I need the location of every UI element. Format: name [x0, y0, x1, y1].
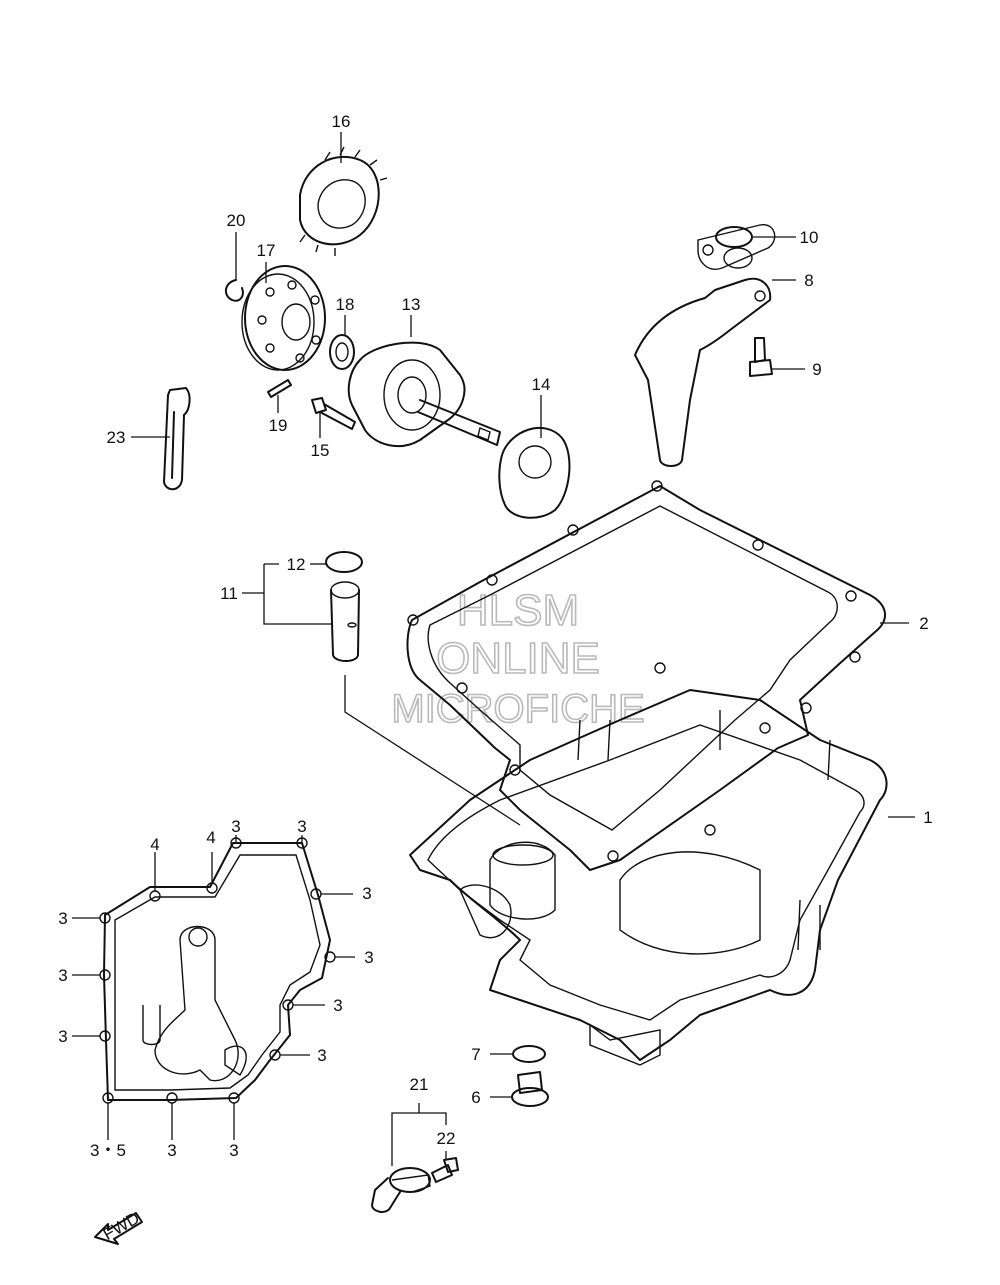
part-11-pipe[interactable] [330, 581, 360, 662]
part-19-pin[interactable] [267, 379, 292, 398]
callout-4-b[interactable]: 4 [206, 828, 215, 847]
callout-labels: 16 20 17 18 13 14 19 15 23 10 8 9 12 11 … [58, 112, 932, 1160]
part-16-gear-ring[interactable] [299, 146, 388, 256]
callout-3-left-c[interactable]: 3 [58, 1027, 67, 1046]
callout-20[interactable]: 20 [227, 211, 246, 230]
callout-19[interactable]: 19 [269, 416, 288, 435]
callout-3-left-a[interactable]: 3 [58, 909, 67, 928]
watermark-line3: MICROFICHE [391, 687, 644, 731]
callout-12[interactable]: 12 [287, 555, 306, 574]
part-14-gasket[interactable] [498, 427, 571, 519]
part-15-bolt[interactable] [311, 397, 356, 430]
part-20-circlip[interactable] [224, 279, 244, 302]
part-13-oil-pump[interactable] [347, 341, 501, 448]
part-6-drain-plug[interactable] [511, 1071, 549, 1107]
part-22-screw[interactable] [431, 1157, 459, 1183]
callout-3-bottom-a[interactable]: 3 [167, 1141, 176, 1160]
part-12-o-ring[interactable] [325, 551, 363, 573]
callout-9[interactable]: 9 [812, 360, 821, 379]
watermark-line1: HLSM [457, 586, 579, 635]
callout-6[interactable]: 6 [471, 1088, 480, 1107]
callout-3-top-b[interactable]: 3 [297, 817, 306, 836]
callout-22[interactable]: 22 [437, 1129, 456, 1148]
callout-11[interactable]: 11 [220, 584, 238, 603]
callout-3-right-b[interactable]: 3 [364, 948, 373, 967]
part-9-bolt[interactable] [749, 337, 773, 377]
callout-4-a[interactable]: 4 [150, 835, 159, 854]
callout-2[interactable]: 2 [919, 614, 928, 633]
callout-13[interactable]: 13 [402, 295, 421, 314]
leader-pipe-11 [344, 675, 521, 826]
fwd-arrow-text: FWD [100, 1208, 143, 1244]
callout-3-right-c[interactable]: 3 [333, 996, 342, 1015]
callout-21[interactable]: 21 [410, 1075, 429, 1094]
callout-3-5[interactable]: 3・5 [90, 1141, 126, 1160]
part-2-gasket[interactable] [406, 480, 886, 871]
part-21-sensor[interactable] [371, 1167, 431, 1213]
callout-14[interactable]: 14 [532, 375, 551, 394]
part-1-oil-pan[interactable] [409, 689, 888, 1066]
callout-15[interactable]: 15 [311, 441, 330, 460]
part-18-washer[interactable] [329, 334, 355, 370]
callout-7[interactable]: 7 [471, 1045, 480, 1064]
callout-8[interactable]: 8 [804, 271, 813, 290]
callout-16[interactable]: 16 [332, 112, 351, 131]
callout-3-left-b[interactable]: 3 [58, 966, 67, 985]
callout-10[interactable]: 10 [800, 228, 819, 247]
lower-cover[interactable] [99, 837, 336, 1104]
watermark-line2: ONLINE [436, 634, 600, 683]
callout-3-right-d[interactable]: 3 [317, 1046, 326, 1065]
callout-17[interactable]: 17 [257, 241, 276, 260]
callout-18[interactable]: 18 [336, 295, 355, 314]
part-10-o-ring[interactable] [715, 226, 753, 248]
part-23-bracket[interactable] [163, 387, 191, 491]
callout-3-top-a[interactable]: 3 [231, 817, 240, 836]
part-17-sprocket[interactable] [241, 265, 326, 371]
callout-23[interactable]: 23 [107, 428, 126, 447]
part-8-strainer[interactable] [634, 224, 776, 467]
fwd-arrow: FWD [94, 1208, 143, 1245]
callout-1[interactable]: 1 [923, 808, 932, 827]
callout-3-bottom-b[interactable]: 3 [229, 1141, 238, 1160]
callout-3-right-a[interactable]: 3 [362, 884, 371, 903]
leader-lines [72, 132, 915, 1166]
part-7-washer[interactable] [512, 1045, 546, 1063]
watermark: HLSM ONLINE MICROFICHE [391, 585, 646, 732]
